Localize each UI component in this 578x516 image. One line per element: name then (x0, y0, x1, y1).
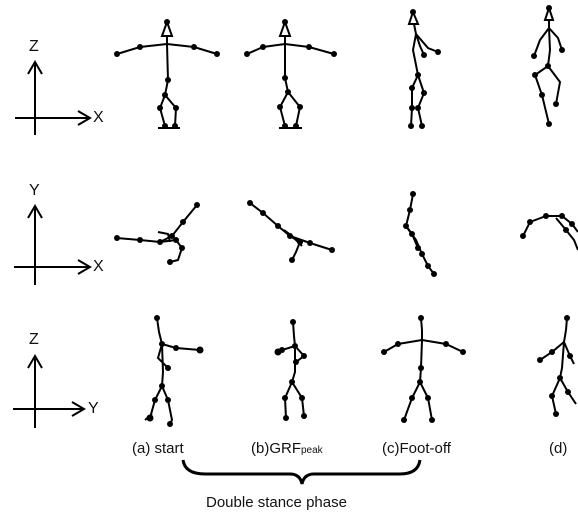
figure-row3-d (537, 315, 576, 417)
figure-row1-c-foot-off (408, 9, 441, 129)
caption-a-start: (a) start (132, 440, 184, 457)
caption-b-grf-peak: (b)GRFpeak (251, 440, 323, 457)
figure-row1-a-start (114, 19, 220, 129)
figure-row3-c-foot-off (381, 315, 466, 423)
caption-b-main: (b)GRF (251, 440, 301, 457)
axis-label-row1-vertical: Z (29, 38, 39, 56)
axis-label-row2-vertical: Y (29, 182, 40, 200)
axis-label-row2-horizontal: X (93, 258, 104, 276)
axis-label-row3-horizontal: Y (88, 400, 99, 418)
caption-c-foot-off: (c)Foot-off (382, 440, 451, 457)
axis-label-row1-horizontal: X (93, 109, 104, 127)
axis-glyph-row2 (14, 206, 90, 285)
figure-row3-b-grf-peak (275, 319, 308, 421)
axis-label-row3-vertical: Z (29, 331, 39, 349)
figure-row1-b-grf-peak (244, 19, 337, 129)
figure-row3-a-start (145, 315, 204, 427)
figure-row2-b-grf-peak (247, 200, 335, 263)
axis-glyph-row1 (15, 62, 90, 135)
figure-row2-c-foot-off (403, 191, 437, 277)
figure-row1-d (531, 5, 565, 127)
axis-glyph-row3 (13, 356, 84, 428)
caption-b-subscript: peak (301, 445, 323, 456)
figure-row2-d (520, 213, 578, 250)
double-stance-phase-label: Double stance phase (206, 494, 347, 511)
caption-d: (d) (549, 440, 567, 457)
figure-row2-a-start (114, 202, 200, 265)
double-stance-brace (183, 460, 420, 484)
